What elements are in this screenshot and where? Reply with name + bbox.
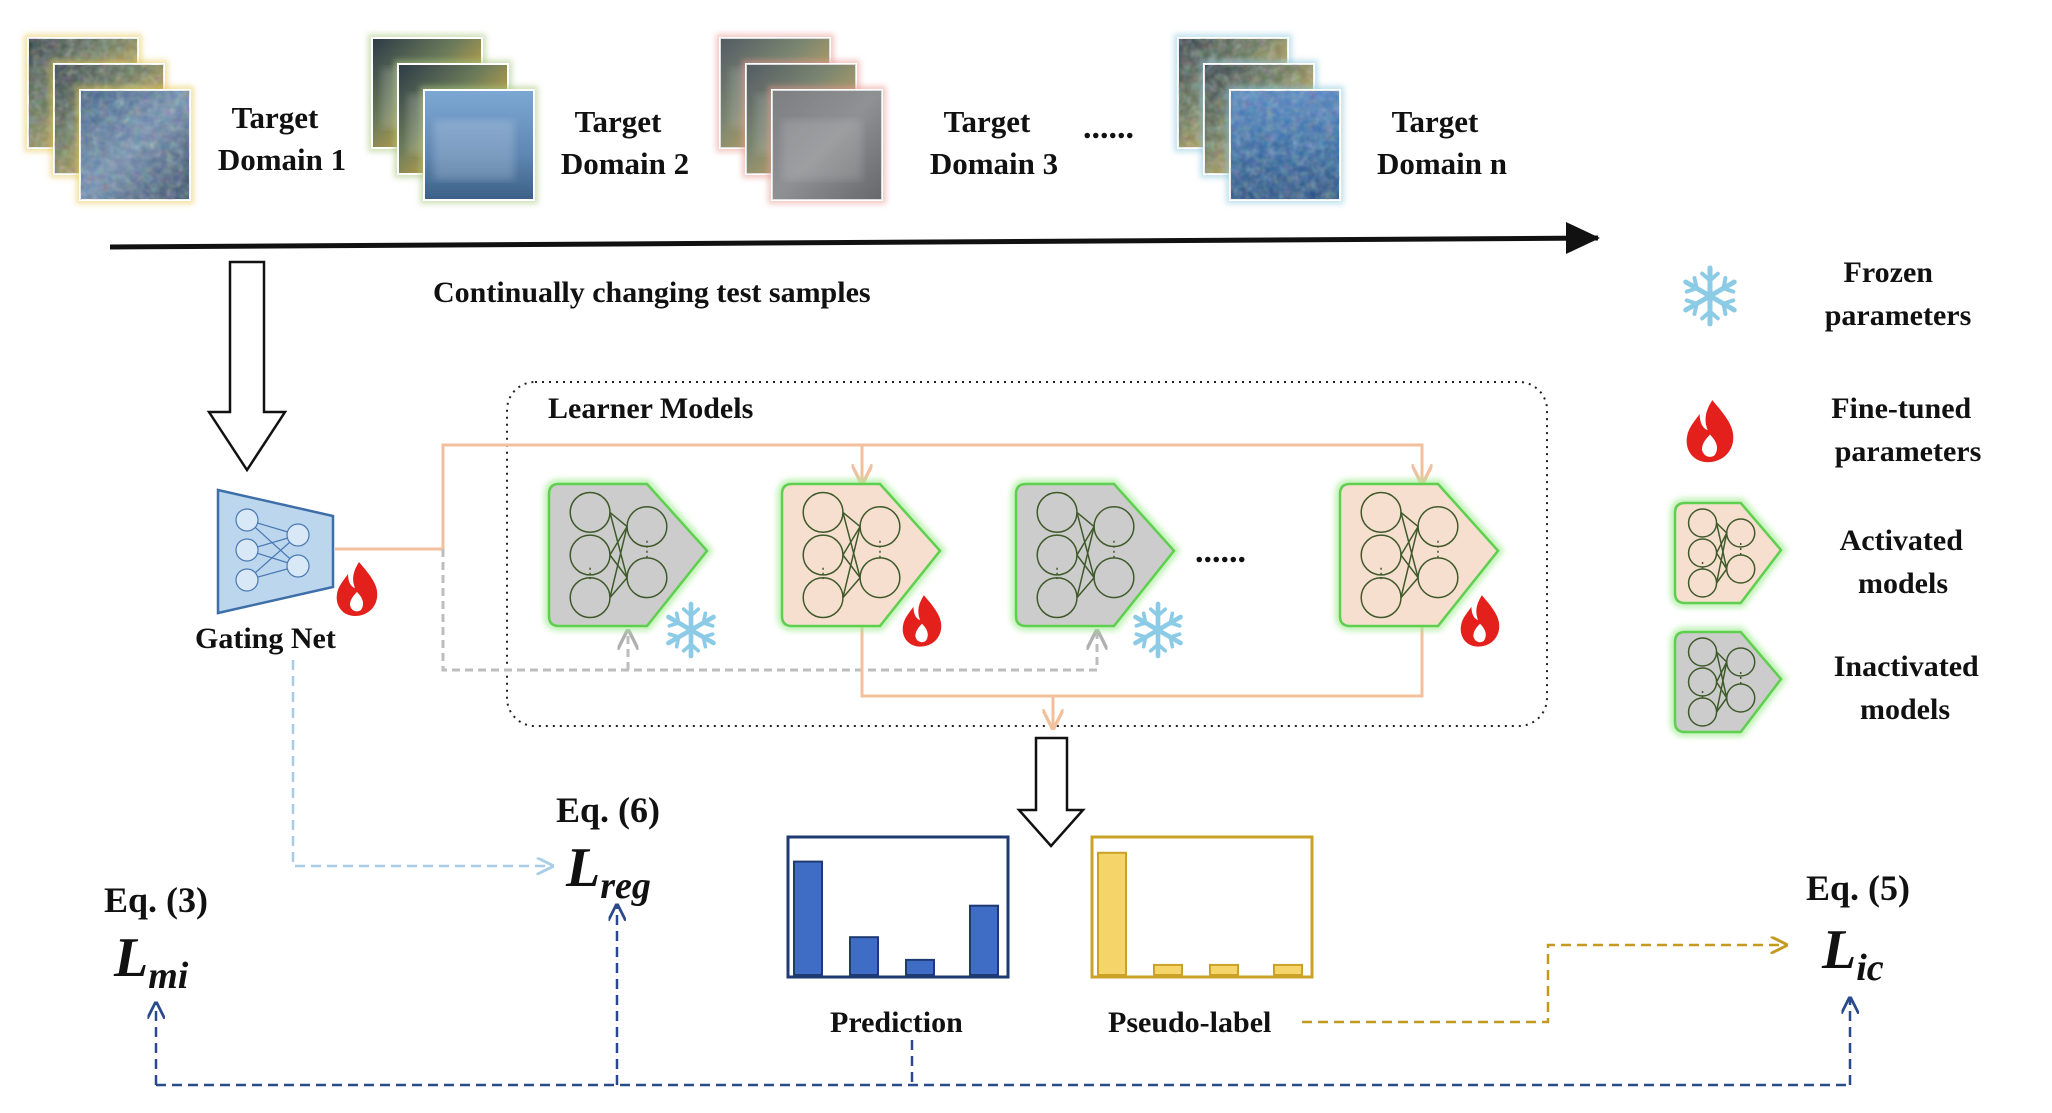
gating-net-label: Gating Net	[195, 622, 336, 655]
legend-finetuned-text: Fine-tuned parameters	[1831, 392, 1981, 468]
merge-line	[860, 620, 1424, 698]
loss-ic-base: L	[1821, 919, 1856, 981]
loss-mi-sub: mi	[148, 955, 189, 997]
legend-frozen-text: Frozen parameters	[1825, 256, 1972, 332]
loss-reg-base: L	[565, 837, 600, 899]
legend-activated-line2: models	[1858, 567, 1948, 600]
timeline-arrow	[109, 235, 1599, 250]
domain-3-sample-image	[768, 86, 886, 204]
learner-model-2	[777, 479, 947, 631]
learner-models-title: Learner Models	[548, 392, 753, 425]
learner-model-1	[544, 479, 714, 631]
flame-icon	[902, 595, 942, 647]
pseudo-to-lic	[1302, 945, 1786, 1024]
legend-inactivated-line1: Inactivated	[1834, 650, 1979, 683]
pseudo-label-bar	[1209, 963, 1239, 976]
domain-4-sample-image	[1226, 86, 1344, 204]
legend-inactivated-text: Inactivated models	[1834, 650, 1987, 726]
legend-snowflake-icon	[1683, 265, 1737, 327]
eq5-reference: Eq. (5)	[1806, 868, 1910, 908]
stream-caption: Continually changing test samples	[433, 276, 871, 309]
legend-inactivated-model-icon	[1670, 627, 1788, 737]
domain-label-line2: Domain 3	[930, 146, 1058, 181]
snowflake-icon	[666, 601, 716, 659]
output-down-arrow	[1016, 736, 1086, 848]
learner-models	[544, 479, 1505, 659]
loss-reg-sub: reg	[600, 865, 651, 907]
learner-model-4	[1335, 479, 1505, 631]
route-to-learner-n	[335, 443, 1422, 551]
prediction-bar	[849, 936, 879, 977]
gating-net	[216, 488, 335, 615]
prediction-label: Prediction	[830, 1006, 963, 1039]
flame-icon	[336, 562, 378, 616]
gating-flame-icon	[336, 562, 378, 616]
domain-label-line1: Target	[575, 104, 662, 139]
legend-activated-text: Activated models	[1840, 524, 1971, 600]
flame-icon	[1460, 595, 1500, 647]
pseudo-label-bar	[1097, 851, 1127, 977]
loss-mi-base: L	[113, 927, 148, 989]
domain-label-line2: Domain 1	[218, 142, 346, 177]
eq6-reference: Eq. (6)	[556, 790, 660, 830]
domain-label-line1: Target	[944, 104, 1031, 139]
prediction-bar	[905, 958, 935, 977]
routing-lines	[335, 443, 1424, 728]
legend-frozen-line1: Frozen	[1844, 256, 1934, 289]
legend-activated-model-icon	[1670, 498, 1788, 608]
loss-reg: Lreg	[565, 837, 651, 907]
pseudo-label-bar	[1153, 963, 1183, 976]
legend-finetuned-line2: parameters	[1835, 435, 1982, 468]
loss-mi: Lmi	[113, 927, 189, 997]
timeline-arrowhead	[1566, 222, 1600, 254]
pseudo-label-bars	[1097, 851, 1303, 977]
domain-label-line1: Target	[1392, 104, 1479, 139]
input-down-arrow	[206, 260, 288, 473]
pseudo-label-bar	[1273, 963, 1303, 976]
domain-2-sample-image	[420, 86, 538, 204]
eq3-reference: Eq. (3)	[104, 880, 208, 920]
inactive-route	[441, 549, 1097, 672]
gating-net-shape	[216, 488, 335, 615]
loss-ic-sub: ic	[1856, 947, 1884, 989]
gating-to-lreg	[291, 660, 552, 866]
learner-models-box	[506, 381, 1548, 727]
loss-ic: Lic	[1821, 919, 1884, 989]
legend-inactivated-line2: models	[1860, 693, 1950, 726]
legend-activated-line1: Activated	[1840, 524, 1964, 557]
legend-finetuned-line1: Fine-tuned	[1831, 392, 1971, 425]
pseudo-label-label: Pseudo-label	[1108, 1006, 1271, 1039]
learner-ellipsis: ......	[1195, 533, 1246, 570]
domain-label-line2: Domain n	[1377, 146, 1507, 181]
snowflake-icon	[1133, 601, 1183, 659]
learner-model-3	[1011, 479, 1181, 631]
gating-net-icon	[235, 508, 310, 592]
legend-frozen-line2: parameters	[1825, 299, 1972, 332]
domain-1-sample-image	[76, 86, 194, 204]
legend-flame-icon	[1686, 400, 1734, 463]
legend	[1670, 265, 1788, 737]
prediction-bar	[969, 904, 999, 977]
pseudo-label-chart-frame	[1090, 835, 1314, 979]
domain-label-line1: Target	[232, 100, 319, 135]
loss-connectors	[156, 660, 1850, 1087]
domain-ellipsis: ......	[1083, 109, 1134, 146]
prediction-bars	[793, 860, 999, 977]
prediction-bar	[793, 860, 823, 976]
domain-label-line2: Domain 2	[561, 146, 689, 181]
